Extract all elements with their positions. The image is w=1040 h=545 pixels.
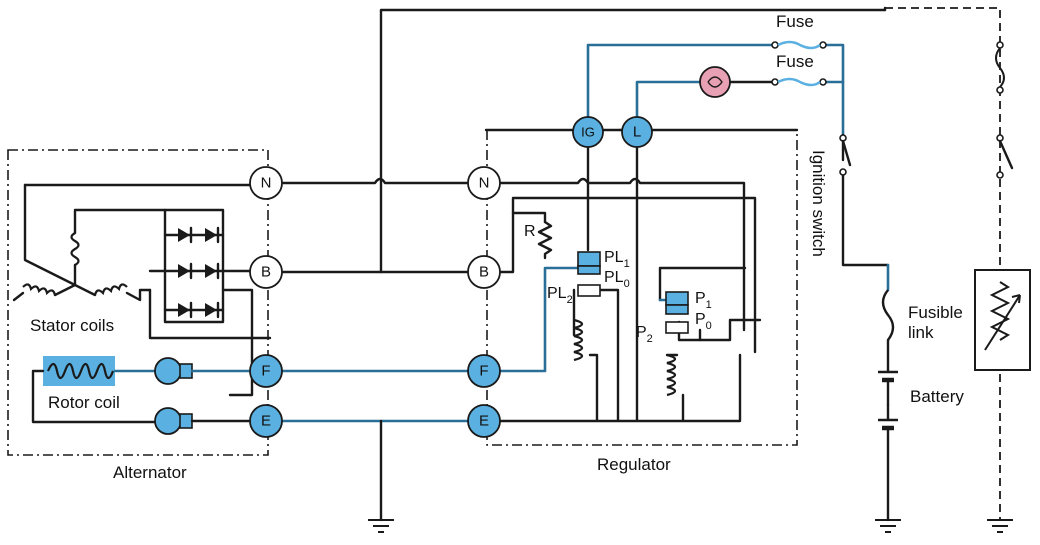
ground-right: [987, 519, 1013, 533]
brush-e: [154, 407, 193, 435]
fuse-2: [771, 77, 827, 87]
alt-terminal-b: B: [249, 255, 283, 289]
p1-label: P1: [695, 290, 712, 311]
regulator-label: Regulator: [597, 455, 671, 474]
reg-terminal-n: N: [467, 166, 501, 200]
alternator-label: Alternator: [113, 463, 187, 482]
svg-text:B: B: [479, 264, 489, 281]
alternator-enclosure: [7, 149, 269, 456]
fuse-label-second: Fuse: [776, 52, 814, 71]
regulator-enclosure: [486, 129, 798, 446]
charge-warning-lamp: [699, 66, 731, 98]
fusible-link-label-2: link: [908, 323, 934, 342]
alt-terminal-f: F: [249, 354, 283, 388]
svg-text:IG: IG: [581, 125, 595, 140]
battery-label: Battery: [910, 387, 964, 406]
right-dashed-line: [885, 7, 1001, 520]
ignition-switch-label: Ignition switch: [809, 150, 828, 257]
svg-text:F: F: [261, 363, 270, 380]
pl2-contact: [577, 284, 601, 297]
alt-terminal-n: N: [249, 166, 283, 200]
svg-text:B: B: [261, 264, 271, 281]
ignition-switch-symbol: [839, 134, 852, 176]
reg-terminal-b: B: [467, 255, 501, 289]
fuse-1: [771, 40, 827, 50]
stator-coils-label: Stator coils: [30, 316, 114, 335]
rotor-coil: [31, 356, 157, 424]
rectifier-diodes: [148, 208, 272, 397]
battery-symbol: [878, 370, 898, 442]
p1-contact: [665, 291, 689, 315]
reg-terminal-ig: IG: [572, 116, 604, 148]
pl2-label: PL2: [547, 285, 573, 306]
p2-contact: [665, 321, 689, 334]
ground-alternator: [368, 519, 394, 533]
svg-text:E: E: [261, 413, 271, 430]
svg-text:N: N: [261, 175, 272, 192]
reg-terminal-e: E: [467, 404, 501, 438]
brush-f: [154, 357, 193, 385]
svg-text:L: L: [633, 124, 641, 141]
fusible-link-symbol: [881, 289, 895, 341]
right-branch: [974, 41, 1031, 371]
fusible-link-label-1: Fusible: [908, 303, 963, 322]
stator-coils: [12, 183, 167, 302]
resistor-label: R: [524, 223, 536, 240]
pl1-label: PL1: [604, 249, 630, 270]
p2-label: P2: [636, 324, 653, 345]
fuse-label-top: Fuse: [776, 12, 814, 31]
reg-terminal-f: F: [467, 354, 501, 388]
svg-text:E: E: [479, 413, 489, 430]
ground-battery: [875, 519, 901, 533]
pl0-label: PL0: [604, 269, 630, 290]
alt-terminal-e: E: [249, 404, 283, 438]
svg-text:N: N: [479, 175, 490, 192]
svg-text:F: F: [479, 363, 488, 380]
p0-label: P0: [695, 311, 712, 332]
pl1-contact: [577, 251, 601, 275]
reg-terminal-l: L: [621, 116, 653, 148]
rotor-coil-label: Rotor coil: [48, 393, 120, 412]
